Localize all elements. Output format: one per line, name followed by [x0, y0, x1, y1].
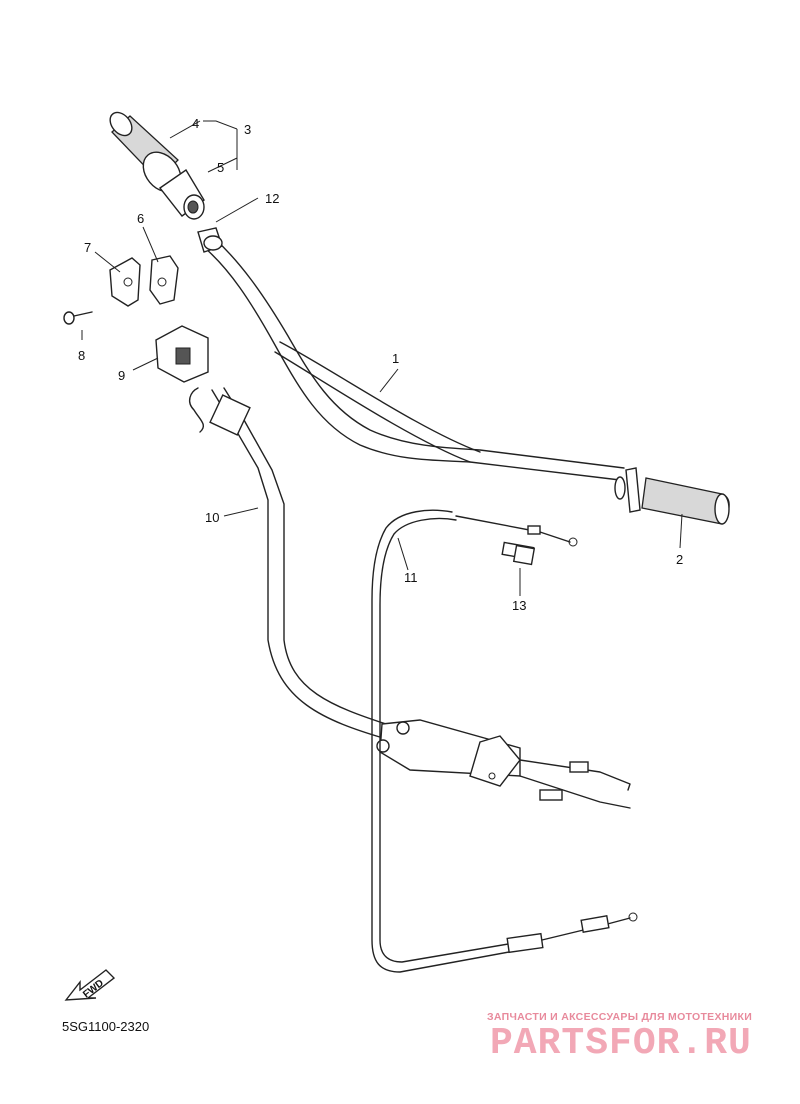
part-label-10: 10	[205, 510, 219, 525]
throttle-cover	[155, 325, 209, 383]
diagram-reference-code: 5SG1100-2320	[62, 1019, 150, 1034]
part-label-13: 13	[512, 598, 526, 613]
part-label-11: 11	[404, 570, 418, 585]
part-label-12: 12	[265, 191, 279, 206]
leader-lines	[81, 120, 683, 596]
clutch-cable	[371, 509, 638, 973]
throttle-holder	[109, 255, 179, 307]
part-label-4: 4	[192, 116, 199, 131]
watermark-brand: PARTSFOR.RU	[490, 1022, 752, 1065]
part-label-8: 8	[78, 348, 85, 363]
fwd-arrow-icon: FWD	[64, 969, 116, 1001]
part-label-3: 3	[244, 122, 251, 137]
part-label-1: 1	[392, 351, 399, 366]
left-grip-assembly	[109, 111, 205, 220]
part-label-5: 5	[217, 160, 224, 175]
part-labels: 1 2 3 4 5 6 7 8 9 10 11 12 13	[78, 116, 683, 613]
right-grip	[625, 467, 730, 525]
collar	[197, 227, 223, 253]
throttle-cable	[188, 387, 631, 809]
handlebar	[204, 237, 626, 500]
screw	[63, 311, 93, 325]
watermark-tagline: ЗАПЧАСТИ И АКСЕССУАРЫ ДЛЯ МОТОТЕХНИКИ	[487, 1011, 753, 1023]
part-label-9: 9	[118, 368, 125, 383]
part-label-2: 2	[676, 552, 683, 567]
part-label-7: 7	[84, 240, 91, 255]
part-label-6: 6	[137, 211, 144, 226]
cable-adjuster	[501, 541, 536, 566]
